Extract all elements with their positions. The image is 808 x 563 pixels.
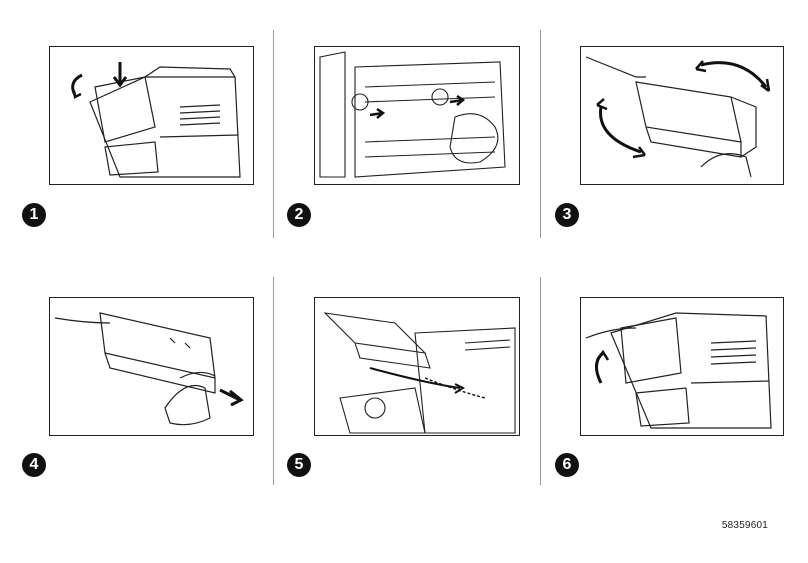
pull-tape-drawing [50, 298, 253, 435]
step-3-badge: 3 [555, 203, 579, 227]
step-5-badge: 5 [287, 453, 311, 477]
step-4-badge: 4 [22, 453, 46, 477]
shake-cartridge-drawing [581, 47, 783, 184]
column-divider-1-top [273, 30, 274, 238]
step-6-illustration [580, 297, 784, 436]
step-2-badge: 2 [287, 203, 311, 227]
step-3-illustration [580, 46, 784, 185]
close-cover-drawing [581, 298, 783, 435]
step-1-badge: 1 [22, 203, 46, 227]
printer-open-cover-drawing [50, 47, 253, 184]
column-divider-2-bottom [540, 277, 541, 485]
step-6-badge: 6 [555, 453, 579, 477]
step-1-illustration [49, 46, 254, 185]
insert-cartridge-drawing [315, 298, 519, 435]
step-2-illustration [314, 46, 520, 185]
column-divider-2-top [540, 30, 541, 238]
step-5-illustration [314, 297, 520, 436]
remove-cartridge-drawing [315, 47, 519, 184]
column-divider-1-bottom [273, 277, 274, 485]
document-code: 58359601 [722, 520, 768, 531]
step-4-illustration [49, 297, 254, 436]
